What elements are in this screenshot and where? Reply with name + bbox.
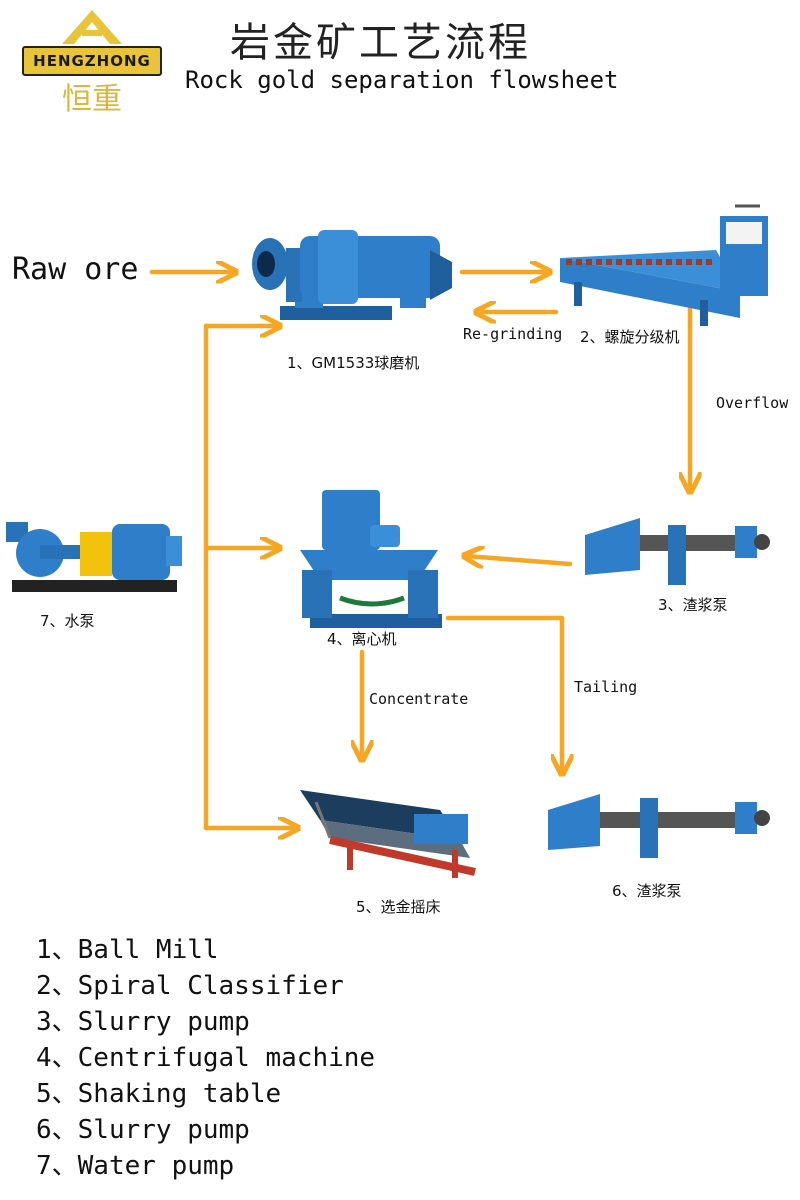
logo-chinese-text: 恒重 [62, 82, 122, 117]
label-slurry-pump-3: 3、渣浆泵 [658, 596, 728, 614]
logo-plate [22, 46, 162, 76]
legend-item-slurry-pump-6: 6、Slurry pump [36, 1115, 250, 1145]
logo-emblem-icon [62, 10, 122, 44]
flow-label-regrinding: Re-grinding [463, 325, 563, 343]
label-water-pump: 7、水泵 [40, 612, 95, 630]
slurry-pump-6-machine [548, 794, 770, 858]
legend-item-slurry-pump-3: 3、Slurry pump [36, 1007, 250, 1037]
ball-mill-machine [252, 230, 452, 320]
water-pump-machine [6, 522, 182, 592]
label-slurry-pump-6: 6、渣浆泵 [612, 882, 682, 900]
legend-item-spiral-classifier: 2、Spiral Classifier [36, 971, 344, 1001]
flow-label-overflow: Overflow [716, 394, 789, 412]
legend-item-water-pump: 7、Water pump [36, 1151, 235, 1181]
label-spiral-classifier: 2、螺旋分级机 [580, 328, 680, 346]
legend-item-ball-mill: 1、Ball Mill [36, 935, 219, 965]
arrow-tailing [445, 615, 562, 772]
title-english: Rock gold separation flowsheet [185, 66, 619, 94]
equipment-legend: 1、Ball Mill 2、Spiral Classifier 3、Slurry… [36, 932, 375, 1184]
logo-brand-text: HENGZHONG [33, 52, 151, 70]
company-logo: HENGZHONG 恒重 [22, 8, 162, 117]
label-ball-mill: 1、GM1533球磨机 [287, 354, 420, 372]
spiral-classifier-machine [560, 204, 768, 326]
shaking-table-machine [300, 790, 476, 878]
flow-label-concentrate: Concentrate [369, 690, 469, 708]
slurry-pump-3-machine [585, 518, 770, 585]
legend-item-shaking-table: 5、Shaking table [36, 1079, 282, 1109]
label-centrifuge: 4、离心机 [327, 630, 397, 648]
title-chinese: 岩金矿工艺流程 [230, 20, 531, 66]
label-shaking-table: 5、选金摇床 [356, 898, 441, 916]
centrifuge-machine [300, 490, 442, 628]
legend-item-centrifugal-machine: 4、Centrifugal machine [36, 1043, 376, 1073]
arrow-pump-to-centrifuge [466, 556, 573, 564]
flow-label-tailing: Tailing [574, 678, 638, 696]
raw-ore-label: Raw ore [12, 252, 139, 287]
